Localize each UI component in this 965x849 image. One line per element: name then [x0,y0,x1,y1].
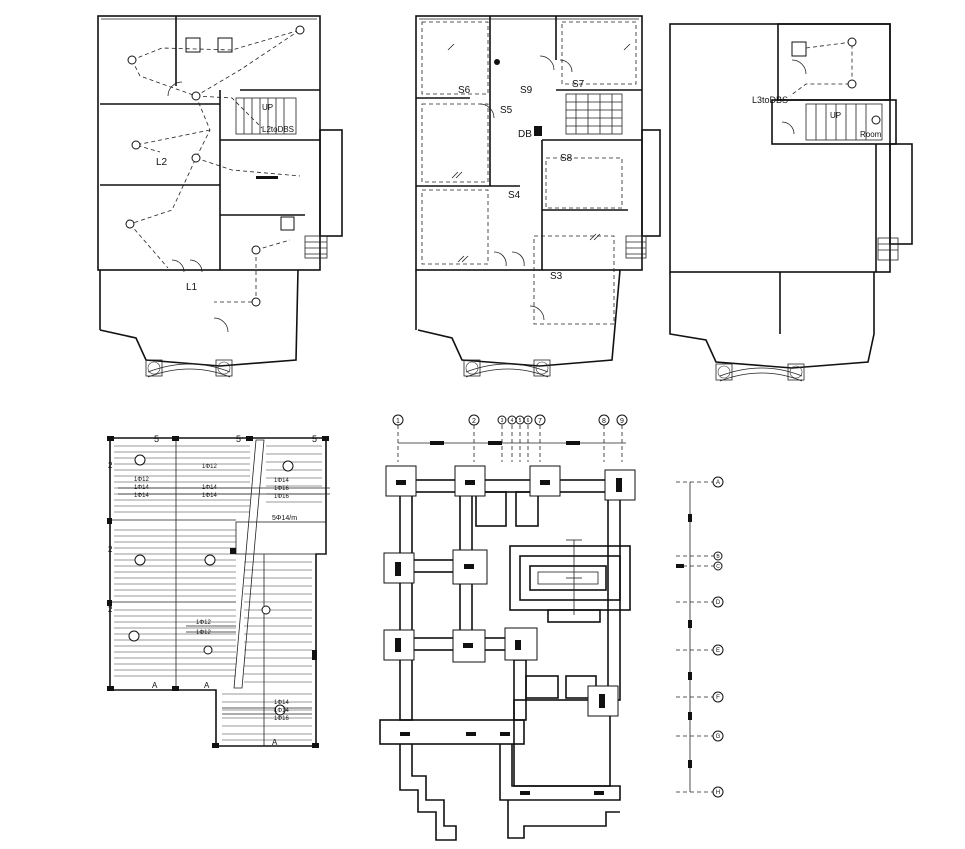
axis-right-d: D [716,600,721,606]
right-grid-axes: A B C D E F G H [676,476,724,798]
ground-floor-electrical-plan: L2 L1 UP L2toDBS [97,15,343,378]
plan1-label-l2: L2 [156,157,168,168]
axis-top-7: 7 [538,418,542,425]
axis-top-1: 1 [396,418,400,425]
axis-top-5: 5 [519,418,522,424]
foundation-plan: 1 2 3 4 5 6 7 8 9 [379,414,724,841]
slab-dim-4: 1Φ12 [202,464,217,470]
slab-beam-lines [110,438,330,746]
first-floor-electrical-plan: S6 S9 S7 S5 DB S8 S4 S3 [415,15,661,378]
plan3-label-l3todbs: L3toDBS [752,95,788,105]
slab-dim-2: 1Φ14 [134,485,149,491]
axis-right-a: A [716,480,720,486]
plan3-label-up: UP [830,111,841,120]
slab-rebar-note: 5Φ14/m [272,515,297,522]
slab-dim-1: 1Φ12 [134,477,149,483]
slab-mark-left-2: 2 [108,545,113,554]
slab-dim-5: 1Φ14 [202,485,217,491]
slab-mark-bottom-2: A [204,681,210,690]
plan2-label-s3: S3 [550,271,563,282]
column-footings [383,465,636,795]
axis-top-8: 8 [602,418,606,425]
axis-right-c: C [716,564,720,570]
slab-mark-bottom-1: A [152,681,158,690]
slab-reinforcement-plan: 5 5 5 2 2 2 1Φ12 1Φ14 1Φ14 1Φ12 1Φ14 1Φ1… [107,434,330,748]
slab-dim-3: 1Φ14 [134,493,149,499]
slab-dim-7: 1Φ14 [274,478,289,484]
axis-top-4: 4 [511,418,514,424]
axis-right-e: E [716,648,720,654]
stair-treads [243,98,285,134]
stair-treads-2 [566,94,622,134]
slab-dim-8: 1Φ16 [274,486,289,492]
plan3-label-room: Room [860,130,882,139]
slab-dim-11: 1Φ12 [196,630,211,636]
plan2-label-s5: S5 [500,105,513,116]
plan2-label-s9: S9 [520,85,533,96]
light-points [125,25,305,307]
slab-column-marks [107,436,329,748]
socket-ticks [447,43,631,263]
plan1-label-l1: L1 [186,282,198,293]
axis-top-6: 6 [527,418,530,424]
slab-mark-bottom-3: A [272,738,278,747]
plan2-label-s7: S7 [572,79,585,90]
slab-mark-left-3: 2 [108,605,113,614]
axis-top-9: 9 [620,418,624,425]
axis-top-2: 2 [472,418,476,425]
plan2-label-s4: S4 [508,190,521,201]
slab-mark-top-3: 5 [312,434,317,444]
slab-mark-top-2: 5 [236,434,241,444]
plan2-label-db: DB [518,129,532,140]
axis-right-h: H [716,790,720,796]
axis-right-f: F [716,695,720,701]
slab-dim-9: 1Φ16 [274,494,289,500]
plan2-label-s8: S8 [560,153,573,164]
axis-right-g: G [716,734,721,740]
slab-mark-left-1: 2 [108,461,113,470]
axis-top-3: 3 [501,418,504,424]
plan1-label-up: UP [262,103,273,112]
slab-mark-top-1: 5 [154,434,159,444]
plan1-label-l2todbs: L2toDBS [262,125,294,134]
slab-dim-10: 1Φ12 [196,620,211,626]
slab-dim-13: 1Φ14 [274,708,289,714]
top-grid-axes: 1 2 3 4 5 6 7 8 9 [392,414,628,462]
slab-dim-6: 1Φ14 [202,493,217,499]
plan2-label-s6: S6 [458,85,471,96]
slab-dim-12: 1Φ14 [274,700,289,706]
roof-floor-electrical-plan: L3toDBS UP Room [669,23,913,382]
slab-dim-14: 1Φ16 [274,716,289,722]
axis-right-b: B [716,554,720,560]
